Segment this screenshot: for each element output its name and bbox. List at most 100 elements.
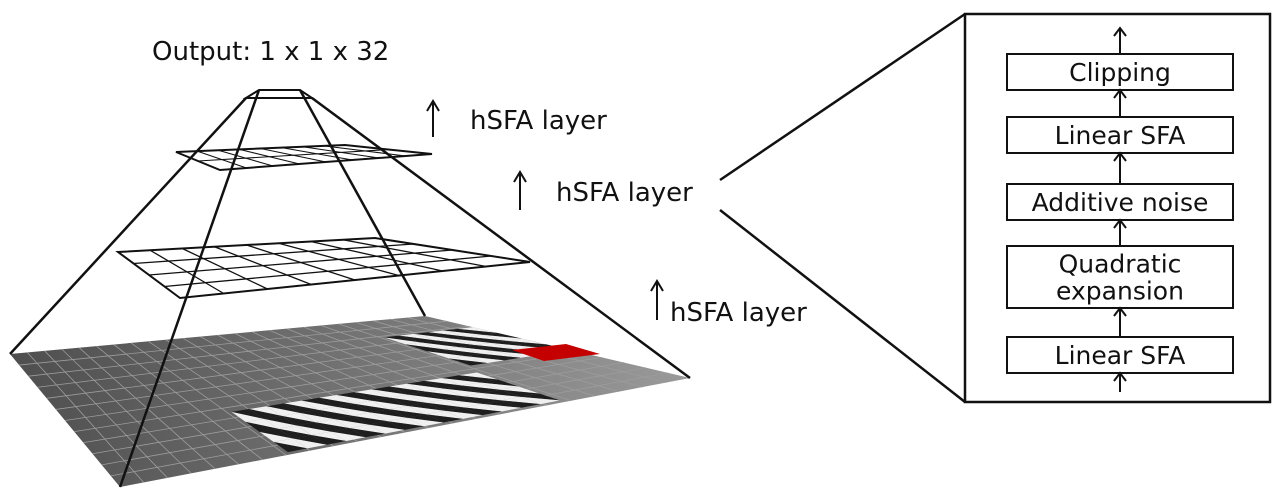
checker-cell: [461, 385, 500, 393]
svg-text:hSFA layer: hSFA layer: [470, 106, 607, 136]
checker-cell: [482, 400, 522, 408]
checker-cell: [479, 379, 519, 387]
checker-cell: [353, 400, 390, 410]
checker-cell: [436, 340, 475, 348]
checker-cell: [497, 351, 538, 358]
checker-cell: [266, 406, 300, 416]
checker-cell: [421, 342, 459, 350]
pipeline-step: Linear SFA: [1006, 336, 1234, 374]
checker-cell: [413, 332, 452, 339]
up-arrow-icon: [1113, 371, 1127, 392]
checker-cell: [315, 418, 350, 429]
checker-cell: [449, 358, 488, 366]
checker-cell: [263, 418, 297, 429]
checker-cell: [459, 375, 498, 383]
checker-cell: [444, 410, 483, 419]
checker-cell: [520, 396, 560, 405]
checker-cell: [426, 399, 464, 408]
checker-cell: [407, 394, 445, 403]
checker-cell: [406, 414, 444, 423]
checker-cell: [490, 340, 531, 347]
layer-label-2: hSFA layer: [513, 170, 693, 210]
checker-cell: [406, 380, 444, 389]
checker-cell: [463, 407, 502, 416]
checker-cell: [501, 396, 541, 405]
checker-cell: [273, 442, 308, 453]
checker-cell: [349, 428, 386, 438]
checker-cell: [352, 415, 388, 425]
checker-cell: [330, 428, 366, 438]
checker-cell: [296, 425, 331, 436]
grid-line: [74, 351, 580, 432]
step-label: Additive noise: [1032, 188, 1209, 217]
output-label: Output: 1 x 1 x 32: [152, 37, 389, 67]
checker-cell: [368, 424, 405, 434]
checker-cell: [301, 397, 336, 407]
checker-cell: [520, 393, 560, 401]
checker-cell: [427, 351, 466, 359]
pipeline-step: Linear SFA: [1006, 116, 1234, 154]
checker-cell: [335, 406, 371, 416]
step-label: expansion: [1056, 277, 1184, 306]
checker-cell: [405, 342, 444, 350]
checker-cell: [506, 338, 547, 345]
checker-cell: [281, 412, 316, 423]
highlight-patch: [512, 344, 600, 361]
checker-cell: [481, 332, 522, 339]
checker-cell: [311, 431, 347, 442]
checker-cell: [444, 399, 483, 408]
checker-cell: [443, 349, 482, 357]
checker-cell: [319, 397, 354, 407]
checker-cell: [371, 397, 408, 406]
checker-cell: [424, 380, 462, 389]
checker-cell: [317, 406, 353, 416]
checker-cell: [335, 403, 371, 413]
checker-cell: [296, 422, 331, 432]
checker-cell: [458, 345, 498, 352]
checker-cell: [474, 342, 514, 350]
checker-cell: [474, 345, 514, 352]
pyramid-edges: [9, 89, 691, 488]
checker-cell: [319, 394, 354, 404]
checker-cell: [425, 391, 463, 400]
checker-cell: [499, 386, 540, 394]
checker-cell: [465, 356, 505, 363]
pipeline-step: Clipping: [1006, 53, 1234, 91]
step-label: Linear SFA: [1055, 121, 1186, 150]
pipeline-step: Additive noise: [1006, 183, 1234, 221]
checker-cell: [427, 349, 466, 357]
step-label: Clipping: [1069, 58, 1171, 87]
checker-cell: [353, 403, 390, 413]
checker-cell: [389, 383, 426, 392]
checker-cell: [317, 409, 353, 419]
grid-line: [19, 320, 448, 366]
checker-cell: [259, 431, 293, 443]
checker-cell: [458, 347, 498, 354]
checker-cell: [461, 382, 500, 390]
svg-text:hSFA layer: hSFA layer: [556, 178, 693, 208]
up-arrow-icon: [1113, 88, 1127, 117]
checker-cell: [444, 407, 483, 416]
up-arrow-icon: [513, 170, 527, 210]
checker-cell: [462, 396, 502, 404]
checker-cell: [451, 338, 491, 346]
checker-cell: [457, 327, 498, 333]
checker-cell: [406, 417, 444, 427]
checker-cell: [428, 332, 467, 339]
checker-cell: [368, 421, 405, 430]
checker-cell: [479, 382, 519, 390]
checker-cell: [266, 403, 300, 413]
checker-cell: [311, 435, 347, 445]
grid-line: [197, 148, 389, 162]
checker-cell: [428, 330, 467, 337]
checker-cell: [462, 392, 502, 401]
checker-cell: [481, 351, 521, 358]
checker-cell: [481, 353, 521, 361]
checker-cell: [436, 338, 475, 346]
checker-cell: [490, 342, 531, 350]
checker-cell: [292, 438, 327, 449]
svg-text:hSFA layer: hSFA layer: [670, 298, 807, 328]
checker-cell: [389, 409, 426, 418]
checker-cell: [371, 386, 408, 395]
checker-cell: [459, 372, 498, 380]
